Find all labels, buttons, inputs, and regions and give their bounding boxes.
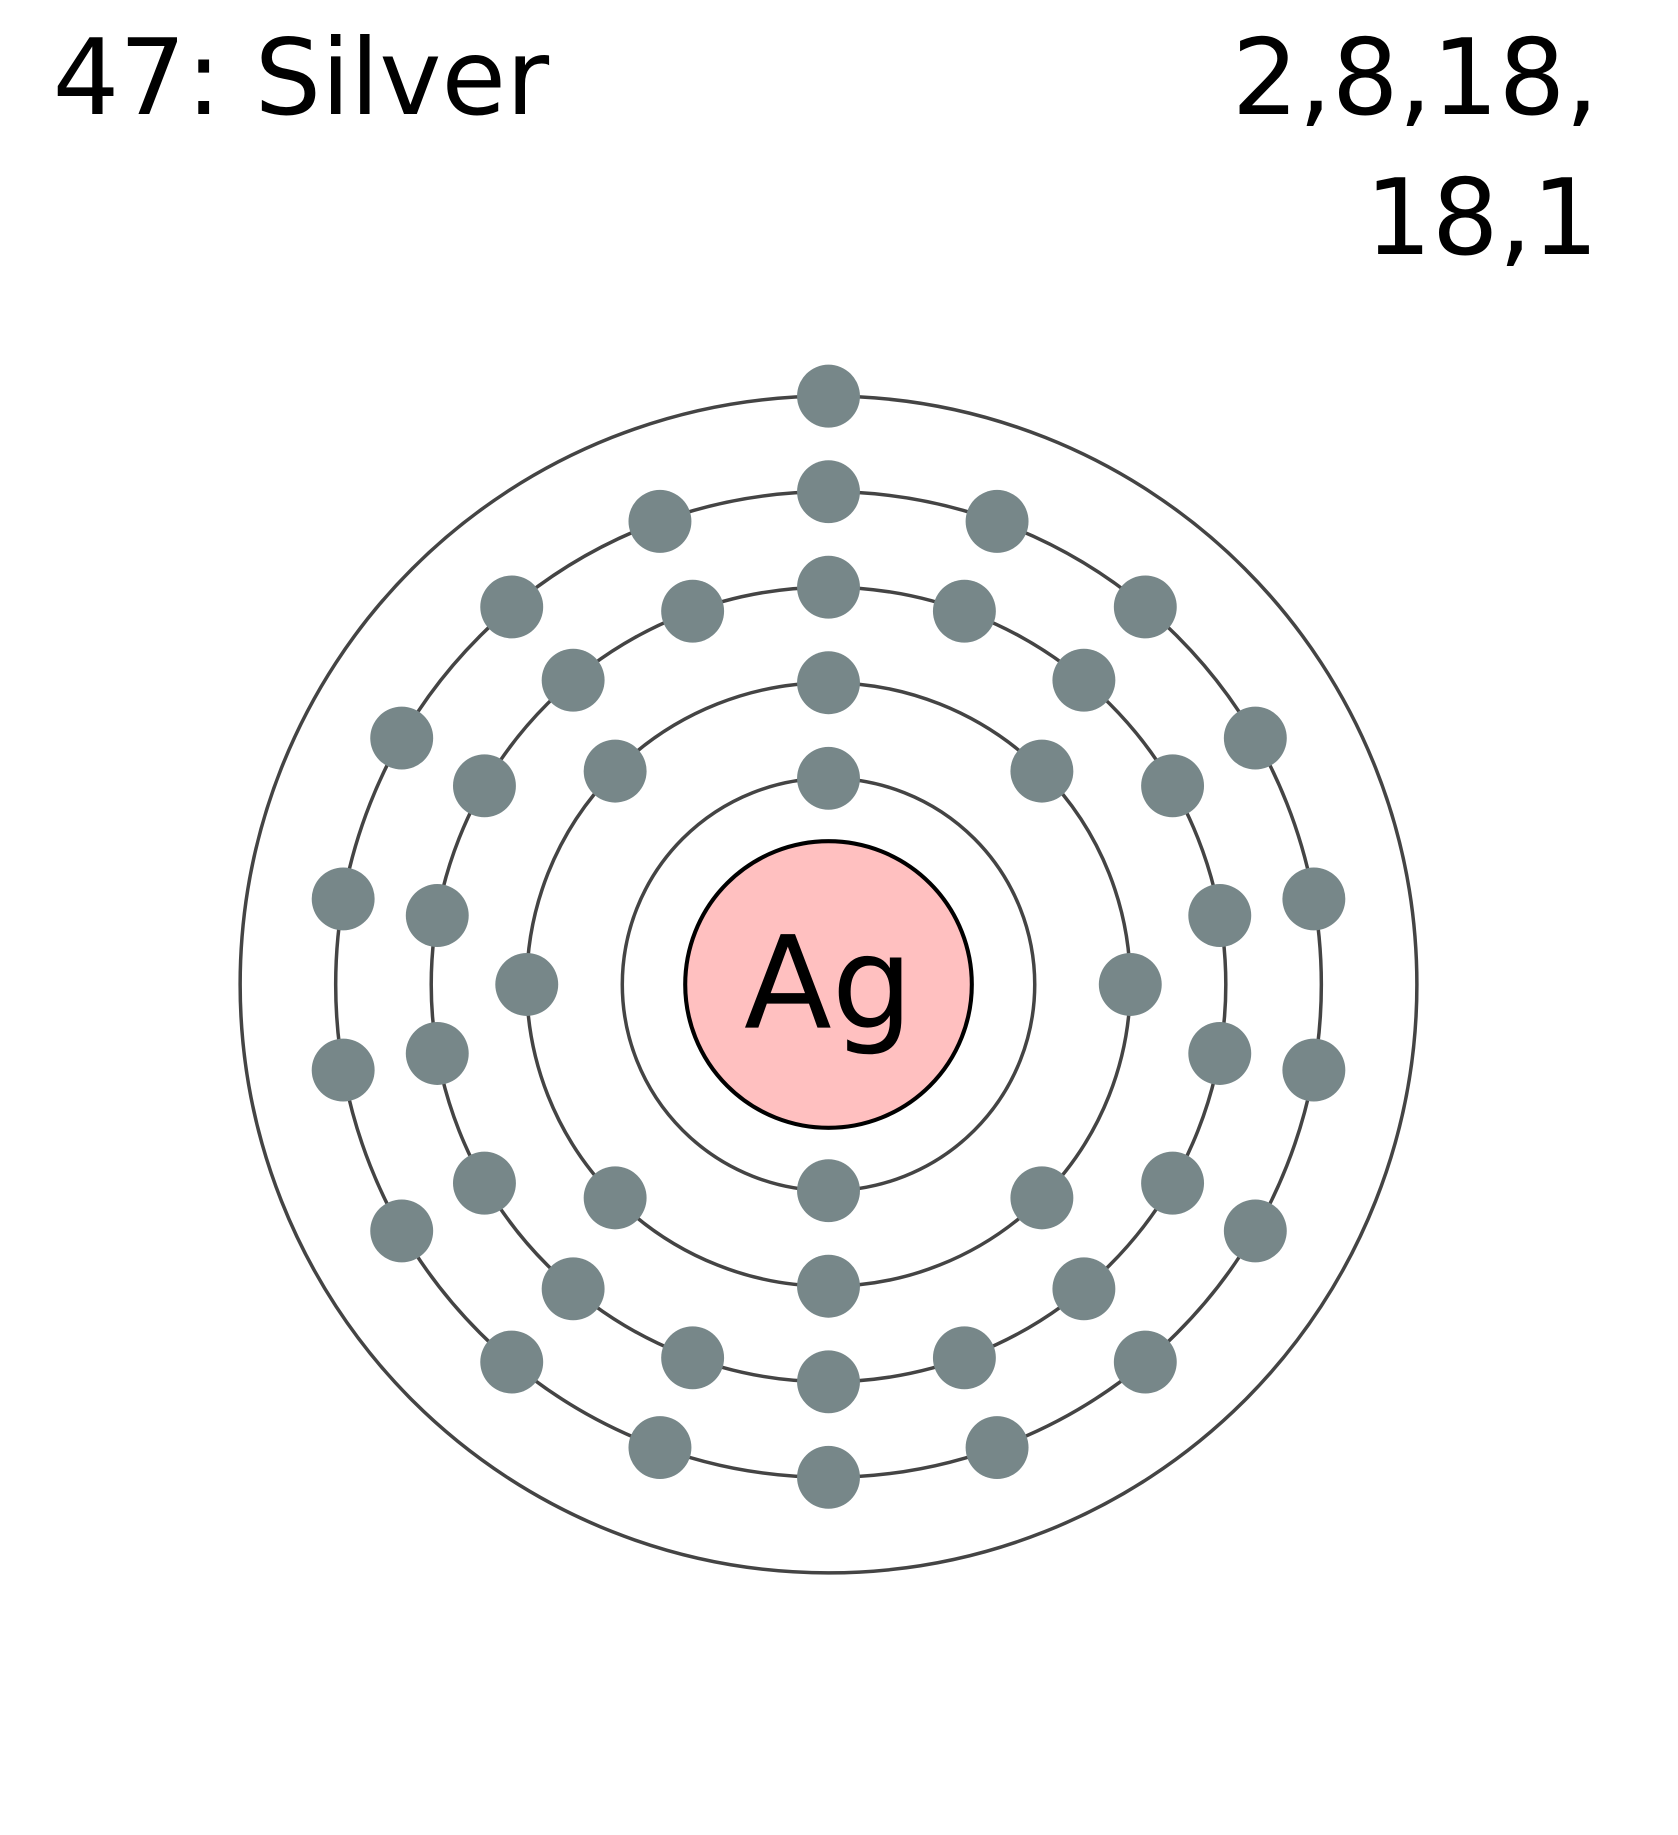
electron <box>1141 1151 1205 1215</box>
electron <box>452 1151 516 1215</box>
element-symbol: Ag <box>744 910 913 1059</box>
electron <box>583 1166 647 1230</box>
electron <box>1223 706 1287 770</box>
electron <box>1098 953 1162 1016</box>
electron <box>1188 1022 1252 1085</box>
electron <box>583 739 647 803</box>
electron <box>661 579 725 643</box>
electron <box>932 579 996 643</box>
electron <box>1141 754 1205 818</box>
electron-configuration-line1: 2,8,18, <box>1232 17 1599 139</box>
electron <box>797 651 860 715</box>
electron <box>405 1022 469 1085</box>
electron <box>965 489 1029 553</box>
electron <box>311 867 375 931</box>
nucleus <box>683 839 974 1130</box>
electron <box>661 1326 725 1390</box>
electron <box>1223 1199 1287 1263</box>
electron <box>797 746 860 810</box>
electron-configuration-line2: 18,1 <box>1365 157 1598 279</box>
electron <box>797 1159 860 1223</box>
electron <box>797 364 860 428</box>
electron <box>370 706 434 770</box>
electron <box>541 648 605 712</box>
electron <box>495 953 559 1016</box>
electron <box>797 555 860 619</box>
electron <box>480 1330 544 1394</box>
electron <box>452 754 516 818</box>
electron <box>797 1254 860 1318</box>
electron <box>405 884 469 947</box>
electron <box>965 1416 1029 1480</box>
electron <box>628 1416 692 1480</box>
electrons <box>311 364 1346 1509</box>
electron <box>370 1199 434 1263</box>
electron <box>311 1038 375 1102</box>
electron <box>1113 575 1177 639</box>
electron <box>628 489 692 553</box>
electron <box>1010 739 1074 803</box>
electron <box>797 1350 860 1414</box>
electron <box>1188 884 1252 947</box>
electron <box>797 460 860 524</box>
element-title: 47: Silver <box>53 17 550 139</box>
electron <box>1052 648 1116 712</box>
electron <box>1010 1166 1074 1230</box>
electron <box>541 1257 605 1321</box>
electron <box>932 1326 996 1390</box>
electron <box>797 1445 860 1509</box>
electron <box>1282 867 1346 931</box>
electron <box>1113 1330 1177 1394</box>
electron <box>480 575 544 639</box>
electron <box>1282 1038 1346 1102</box>
electron <box>1052 1257 1116 1321</box>
